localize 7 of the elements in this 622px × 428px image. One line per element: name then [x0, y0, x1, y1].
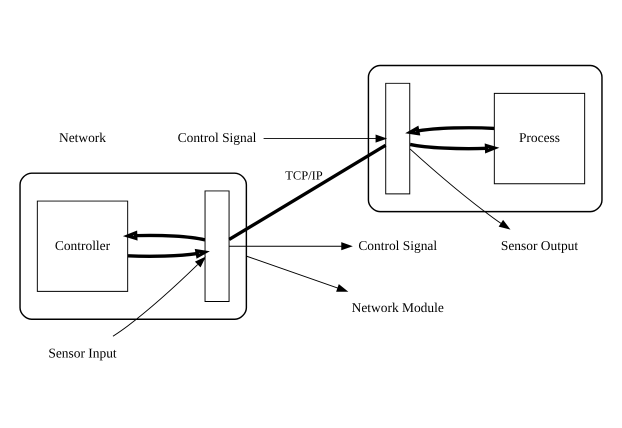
node-text: Network Module: [352, 300, 444, 315]
node-text: Sensor Output: [500, 237, 578, 252]
label: Network: [58, 130, 106, 145]
node-text: Control Signal: [358, 237, 438, 252]
node-text: Sensor Input: [48, 344, 117, 360]
edge-label: TCP/IP: [285, 168, 323, 182]
node-text: Control Signal: [178, 130, 256, 145]
